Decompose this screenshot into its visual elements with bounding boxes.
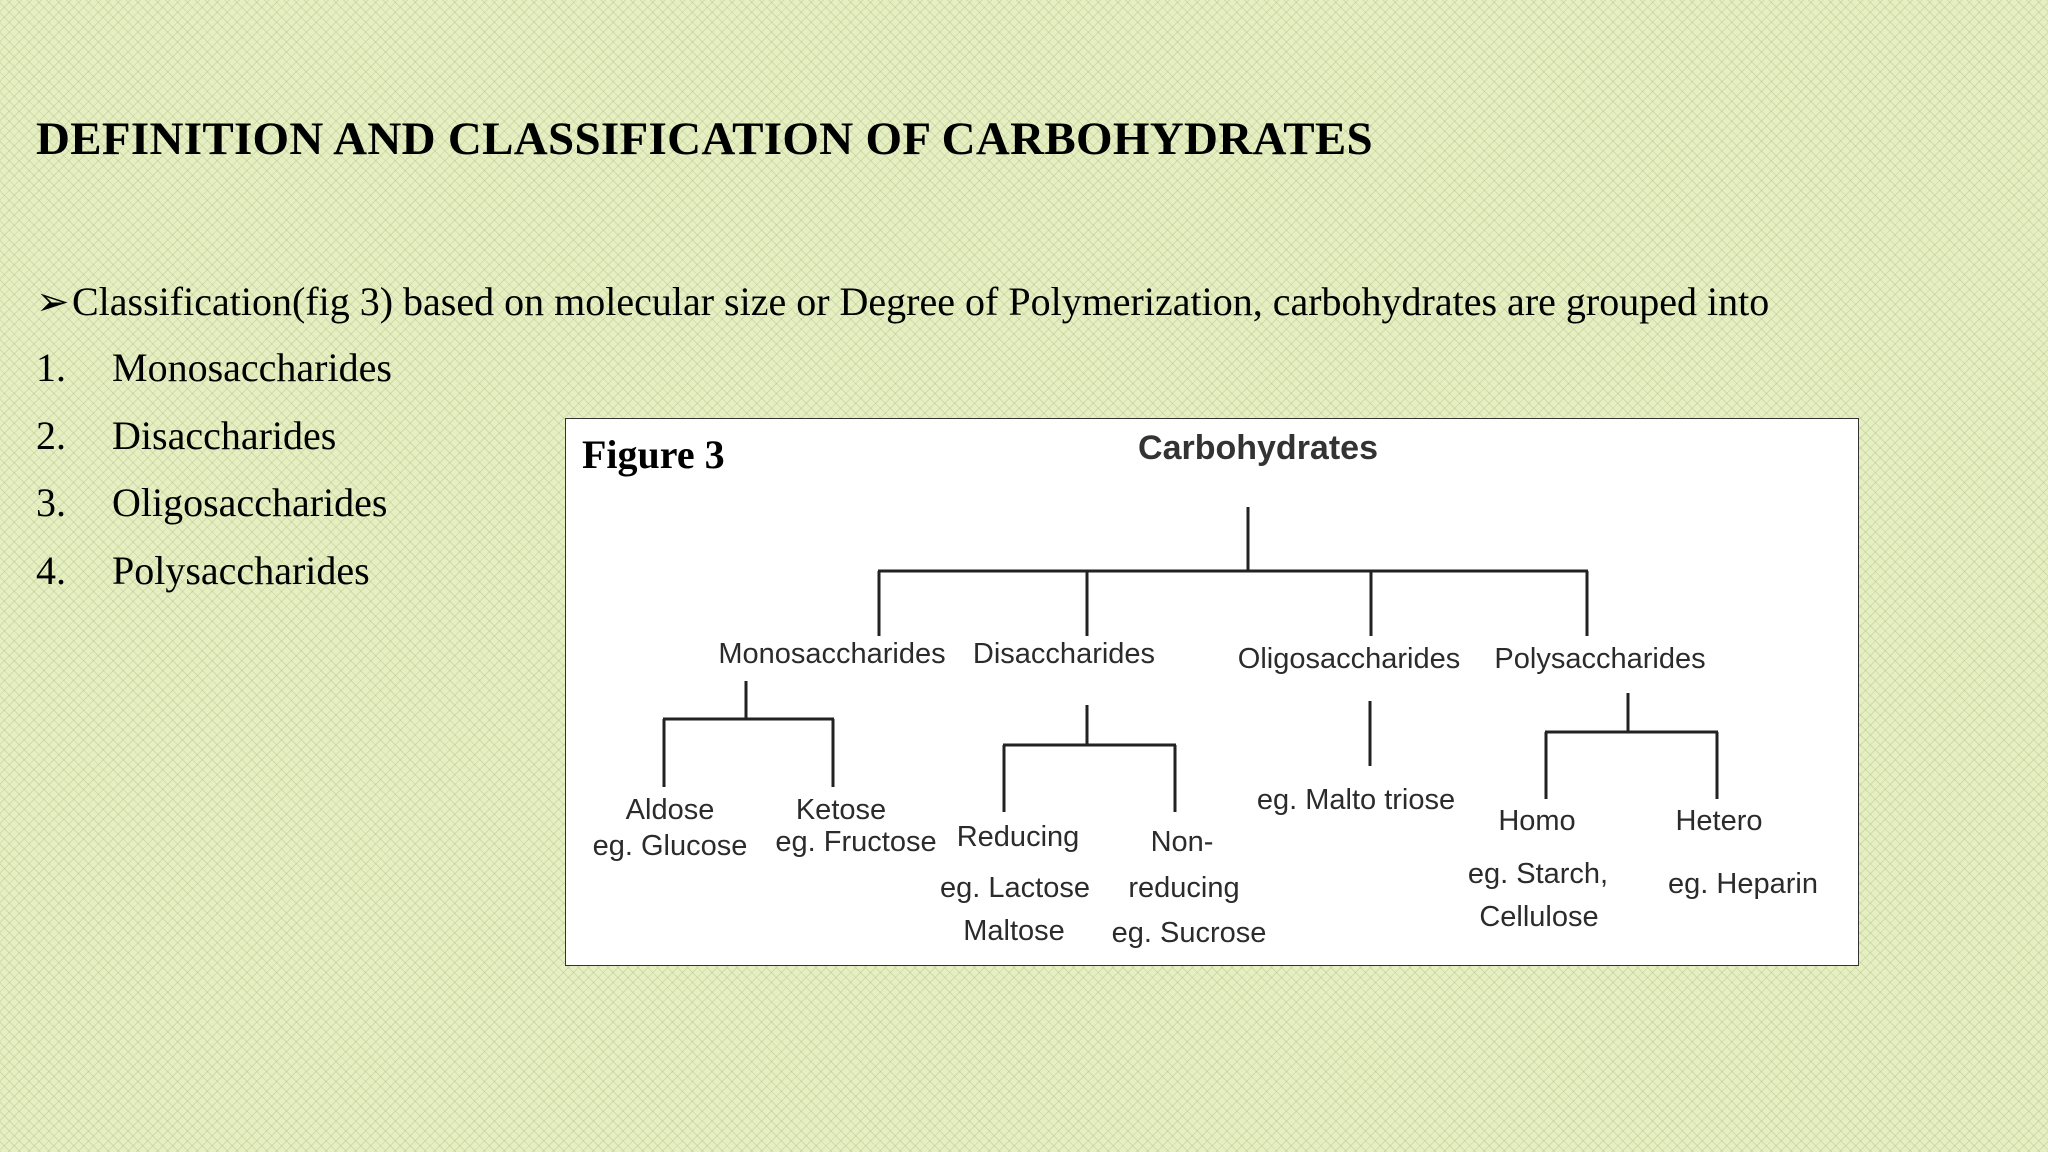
list-label: Disaccharides — [112, 412, 337, 458]
list-number: 4. — [36, 547, 66, 593]
node-oligosaccharides: Oligosaccharides — [1238, 643, 1460, 675]
intro-text: Classification(fig 3) based on molecular… — [72, 279, 1770, 324]
node-oligo-example: eg. Malto triose — [1257, 784, 1455, 816]
node-carbohydrates: Carbohydrates — [1138, 429, 1378, 467]
list-number: 2. — [36, 412, 66, 458]
node-hetero: Hetero — [1675, 805, 1762, 837]
figure-label: Figure 3 — [582, 432, 725, 477]
node-homo-example: Cellulose — [1479, 901, 1598, 933]
list-number: 3. — [36, 480, 66, 525]
node-reducing-example: eg. Lactose — [940, 872, 1090, 904]
intro-bullet: ➢Classification(fig 3) based on molecula… — [36, 278, 1769, 325]
list-label: Monosaccharides — [112, 345, 392, 390]
node-disaccharides: Disaccharides — [973, 638, 1155, 670]
node-nonreducing-example: eg. Sucrose — [1112, 917, 1267, 949]
list-label: Polysaccharides — [112, 547, 370, 593]
node-nonreducing: Non- — [1151, 826, 1214, 858]
list-number: 1. — [36, 345, 66, 390]
classification-tree: Carbohydrates Monosaccharides Disacchari… — [593, 429, 1818, 949]
node-aldose: Aldose — [626, 794, 715, 826]
node-polysaccharides: Polysaccharides — [1494, 643, 1705, 675]
node-ketose-example: eg. Fructose — [775, 826, 936, 858]
node-homo-example: eg. Starch, — [1468, 858, 1608, 890]
node-nonreducing: reducing — [1128, 872, 1239, 904]
figure-3-diagram: Figure 3 Carbohydrates Monosaccharides D… — [565, 418, 1859, 966]
node-hetero-example: eg. Heparin — [1668, 868, 1818, 900]
arrow-bullet-icon: ➢ — [36, 279, 70, 324]
node-reducing: Reducing — [957, 821, 1080, 853]
node-aldose-example: eg. Glucose — [593, 830, 748, 862]
node-monosaccharides: Monosaccharides — [718, 638, 945, 670]
node-reducing-example: Maltose — [963, 915, 1065, 947]
node-ketose: Ketose — [796, 794, 886, 826]
node-homo: Homo — [1498, 805, 1575, 837]
slide-title: DEFINITION AND CLASSIFICATION OF CARBOHY… — [36, 113, 1373, 165]
list-label: Oligosaccharides — [112, 480, 388, 525]
